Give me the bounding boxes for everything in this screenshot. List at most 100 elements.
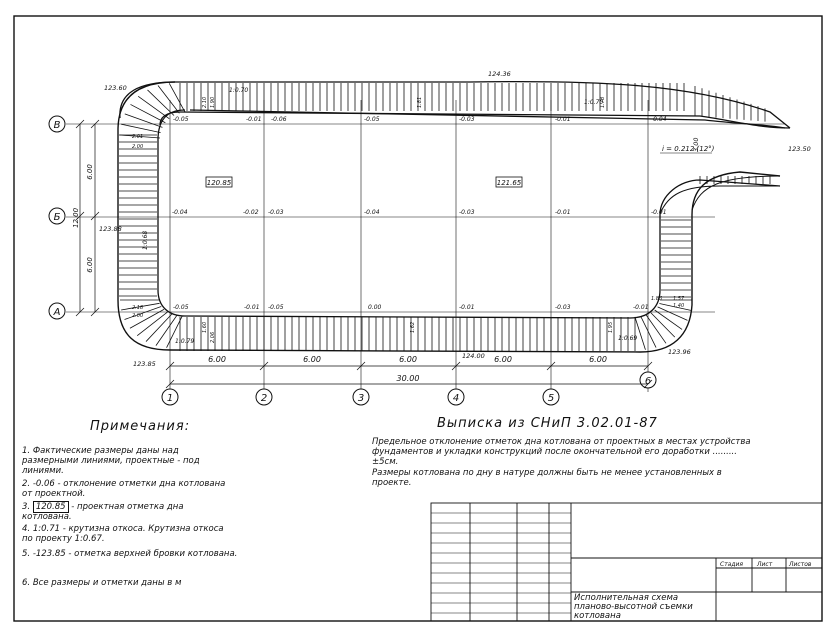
- left-edge-mark: 123.88: [99, 225, 122, 233]
- bay-dim-1: 6.00: [208, 355, 226, 364]
- svg-text:1.90: 1.90: [210, 97, 216, 108]
- top-edge-mark: 124.36: [488, 70, 511, 78]
- stamp-stage-label: Стадия: [720, 561, 743, 568]
- svg-text:2.01: 2.01: [132, 134, 143, 140]
- stamp-sheets-label: Листов: [788, 561, 812, 568]
- note-6-num: 6.: [22, 578, 31, 588]
- axis-bubble-6: 6: [639, 371, 657, 389]
- hatch-line: [124, 113, 163, 128]
- deviation-marks-bottom: -0.05 -0.01 -0.05 0.00 -0.01 -0.03 -0.01: [173, 304, 649, 311]
- note-3-box: 120.85: [32, 501, 69, 513]
- axis-bubble-4: 4: [447, 388, 465, 406]
- hatch-line: [168, 83, 186, 113]
- excavation-top-edge: [119, 80, 791, 129]
- note-1: 1. Фактические размеры даны над размерны…: [22, 446, 227, 476]
- hatch-line: [659, 303, 691, 311]
- svg-text:-0.01: -0.01: [459, 304, 475, 311]
- note-4-text: 1:0.71 - крутизна откоса. Крутизна откос…: [22, 524, 224, 544]
- svg-text:2.00: 2.00: [132, 313, 143, 319]
- design-mark-2: 121.65: [497, 179, 522, 187]
- svg-text:-0.03: -0.03: [459, 116, 475, 123]
- note-2-text: -0.06 - отклонение отметки дна котлована…: [22, 479, 226, 499]
- slope-hatching: [119, 83, 771, 351]
- svg-text:1.57: 1.57: [673, 296, 685, 302]
- svg-text:5: 5: [548, 393, 554, 404]
- design-mark-1: 120.85: [207, 179, 232, 187]
- hatch-line: [640, 315, 657, 348]
- slope-ratio-left: 1:0.68: [142, 231, 149, 250]
- svg-text:В: В: [54, 120, 61, 131]
- axis-bubble-5: 5: [542, 388, 560, 406]
- svg-text:-0.02: -0.02: [243, 209, 259, 216]
- svg-text:1.85: 1.85: [651, 296, 662, 302]
- sheet-frame: [13, 15, 823, 622]
- axis-bubble-1: 1: [161, 388, 179, 406]
- note-4: 4. 1:0.71 - крутизна откоса. Крутизна от…: [22, 524, 237, 544]
- hatch-line: [137, 96, 170, 120]
- svg-text:2: 2: [261, 393, 267, 404]
- axis-bubble-3: 3: [352, 388, 370, 406]
- axis-bubble-В: В: [48, 115, 66, 133]
- hatch-line: [130, 104, 166, 124]
- note-5-text: -123.85 - отметка верхней бровки котлова…: [32, 549, 238, 559]
- total-dim: 30.00: [397, 374, 420, 383]
- notes-title: Примечания:: [90, 419, 191, 434]
- svg-text:6: 6: [645, 376, 651, 387]
- hatch-line: [634, 316, 646, 350]
- note-4-num: 4.: [22, 524, 31, 534]
- svg-text:1.40: 1.40: [673, 303, 684, 309]
- svg-text:-0.03: -0.03: [555, 304, 571, 311]
- bottom-edge-mark: 124.00: [462, 352, 485, 360]
- small-dim-pairs: 2.10 1.90 1.81 1.78 2.01 2.00 1.85 1.57 …: [132, 97, 685, 343]
- excavation-inner-contour: [157, 109, 786, 319]
- svg-text:2.06: 2.06: [210, 332, 216, 343]
- svg-text:1.60: 1.60: [202, 322, 208, 333]
- svg-text:1.95: 1.95: [608, 322, 614, 333]
- note-3-text: - проектная отметка дна котлована.: [22, 502, 184, 522]
- svg-text:-0.04: -0.04: [651, 116, 667, 123]
- bay-dim-4: 6.00: [494, 355, 512, 364]
- extract-paragraph-2: Размеры котлована по дну в натуре должны…: [372, 468, 722, 488]
- axis-bubble-2: 2: [255, 388, 273, 406]
- svg-text:3: 3: [358, 393, 364, 404]
- svg-text:2.10: 2.10: [202, 97, 208, 108]
- slope-ratio-top-1: 1:0.70: [229, 87, 248, 94]
- svg-text:1.78: 1.78: [600, 97, 606, 108]
- svg-text:1: 1: [167, 393, 173, 404]
- hatch-line: [157, 85, 180, 114]
- hatch-line: [121, 123, 161, 133]
- hatch-line: [121, 302, 160, 311]
- grid-lines: [66, 100, 785, 392]
- svg-text:-0.01: -0.01: [555, 116, 571, 123]
- svg-text:1.81: 1.81: [417, 97, 423, 108]
- hatch-line: [657, 306, 688, 321]
- svg-text:-0.05: -0.05: [364, 116, 380, 123]
- svg-text:-0.03: -0.03: [268, 209, 284, 216]
- svg-text:2.00: 2.00: [132, 144, 143, 150]
- dimension-lines-left: [75, 119, 100, 317]
- ramp-contour: [659, 175, 781, 215]
- svg-text:-0.05: -0.05: [268, 304, 284, 311]
- note-3-num: 3.: [22, 502, 31, 512]
- svg-text:2.18: 2.18: [132, 305, 143, 311]
- left-dim-2: 6.00: [86, 257, 94, 273]
- hatch-line: [654, 309, 683, 330]
- hatch-line: [645, 314, 667, 344]
- hatch-line: [119, 134, 161, 139]
- hatch-line: [650, 312, 676, 338]
- note-2: 2. -0.06 - отклонение отметки дна котлов…: [22, 479, 232, 499]
- svg-text:Б: Б: [54, 212, 61, 223]
- slope-ratio-top-2: 1:0.70: [584, 99, 603, 106]
- bay-dim-3: 6.00: [399, 355, 417, 364]
- hatch-line: [145, 313, 173, 342]
- svg-text:-0.01: -0.01: [633, 304, 649, 311]
- deviation-marks-top: -0.05 -0.01 -0.06 -0.05 -0.03 -0.01 -0.0…: [173, 116, 667, 123]
- svg-text:-0.06: -0.06: [271, 116, 287, 123]
- corner-mark-bl: 123.85: [133, 360, 156, 368]
- note-5-num: 5.: [22, 549, 31, 559]
- svg-text:-0.05: -0.05: [173, 116, 189, 123]
- note-6: 6. Все размеры и отметки даны в м: [22, 578, 252, 588]
- extract-paragraph-1: Предельное отклонение отметок дна котлов…: [372, 437, 751, 467]
- svg-text:4: 4: [453, 393, 459, 404]
